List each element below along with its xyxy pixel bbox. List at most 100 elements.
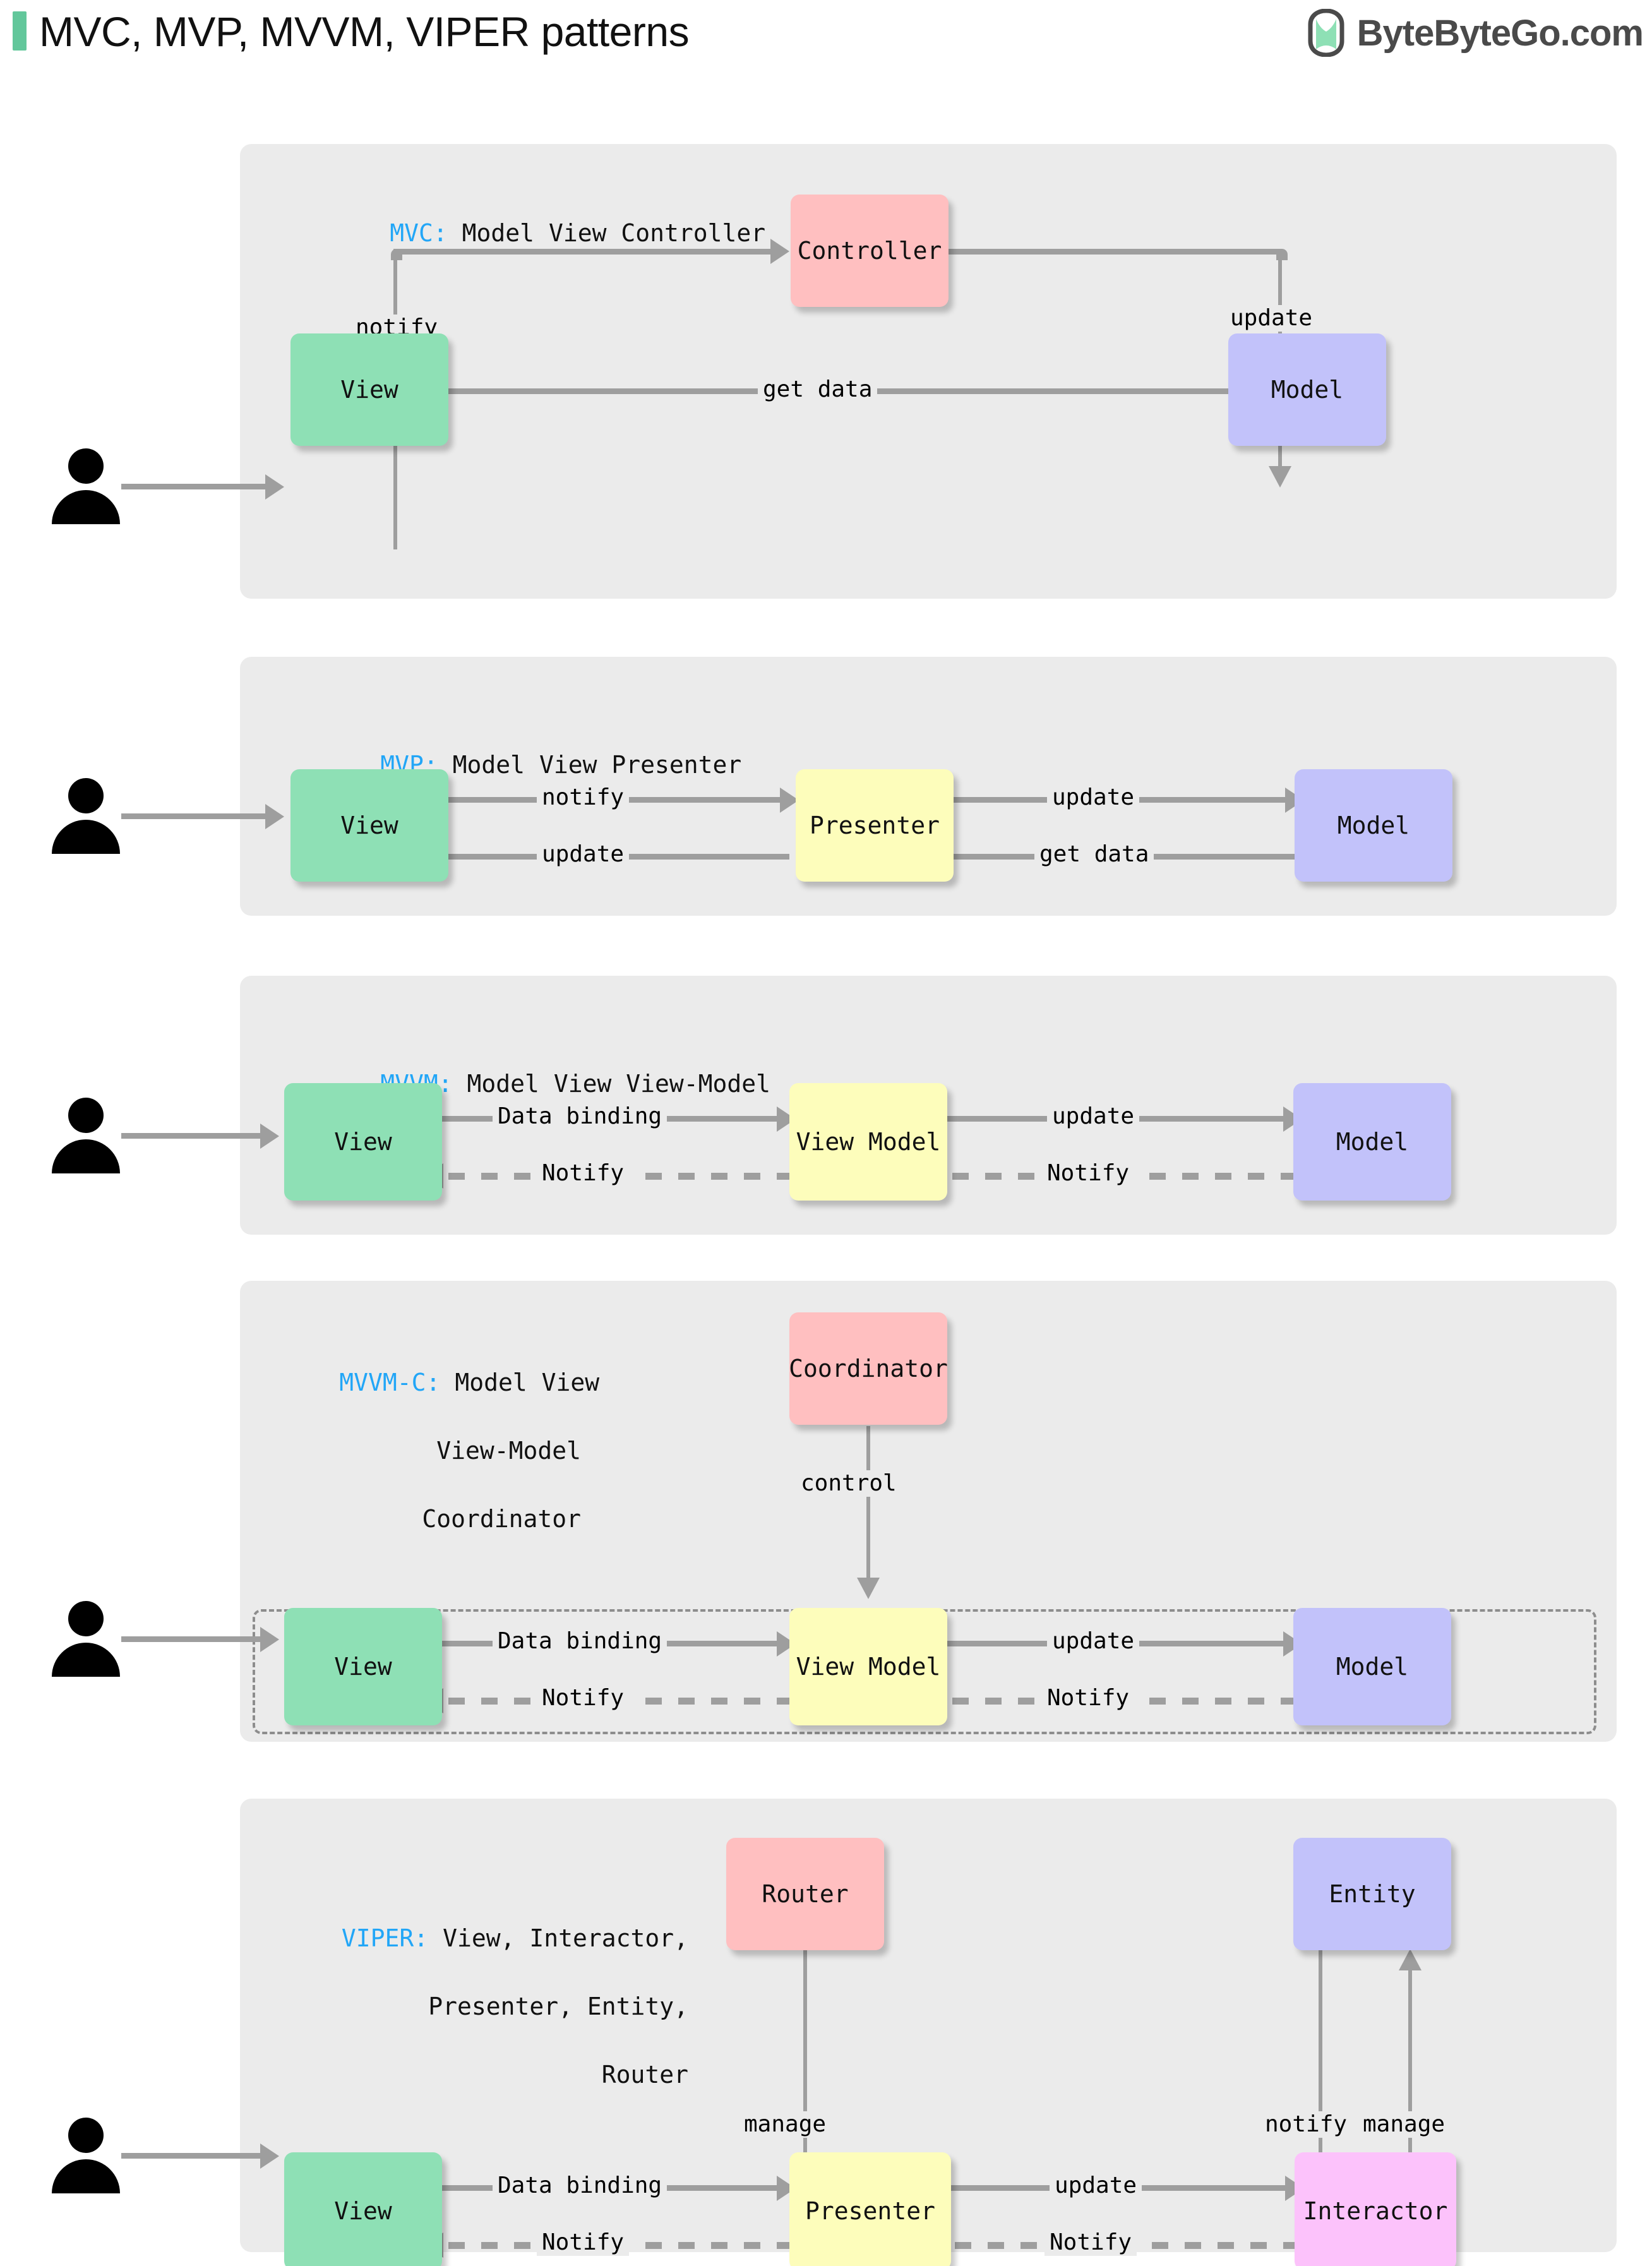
mvp-getdata-label: get data [1034, 841, 1154, 868]
mvc-user-arrowhead [265, 474, 284, 500]
node-entity[interactable]: Entity [1293, 1838, 1451, 1950]
mvp-user-arrowhead [265, 804, 284, 829]
mvvmc-update-label: update [1047, 1628, 1140, 1655]
person-head-icon [68, 1601, 104, 1636]
mvp-update-back-label: update [537, 841, 630, 868]
node-model[interactable]: Model [1293, 1608, 1451, 1725]
person-head-icon [68, 448, 104, 484]
actor-user-icon [51, 448, 120, 524]
mvc-notify-corner [391, 249, 402, 260]
actor-user-icon [51, 2118, 120, 2193]
section-viper-label: VIPER: View, Interactor, Presenter, Enti… [253, 1887, 688, 2126]
mvvmc-user-line [121, 1636, 261, 1642]
viper-notify-right-label: Notify [1044, 2229, 1137, 2256]
viper-databinding-label: Data binding [493, 2173, 667, 2199]
node-presenter[interactable]: Presenter [796, 769, 954, 882]
section-mvvmc-title-line-2: View-Model [436, 1437, 581, 1465]
mvvmc-user-arrowhead [260, 1627, 279, 1652]
section-mvvmc-label: MVVM-C: Model View View-Model Coordinato… [253, 1331, 599, 1570]
mvvm-notify-right-label: Notify [1042, 1160, 1135, 1187]
mvvm-user-line [121, 1133, 261, 1139]
section-mvp-title: Model View Presenter [438, 751, 742, 779]
mvvmc-control-line [866, 1426, 870, 1584]
mvvmc-databinding-label: Data binding [493, 1628, 667, 1655]
node-interactor[interactable]: Interactor [1295, 2152, 1456, 2266]
person-body-icon [52, 820, 120, 854]
bytebytego-leaf-logo-icon [1305, 8, 1347, 57]
mvc-update-label: update [1225, 305, 1318, 332]
mvvmc-control-arrowhead [857, 1578, 880, 1599]
person-head-icon [68, 2118, 104, 2153]
section-viper-key: VIPER: [341, 1924, 429, 1952]
viper-manage-entity-label: manage [1358, 2111, 1451, 2138]
viper-manage-router-label: manage [739, 2111, 832, 2138]
viper-user-arrowhead [260, 2143, 279, 2169]
brand-text: ByteByteGo.com [1356, 12, 1644, 54]
mvvmc-notify-left-label: Notify [537, 1685, 630, 1711]
node-router[interactable]: Router [726, 1838, 884, 1950]
actor-user-icon [51, 778, 120, 854]
node-view-model[interactable]: View Model [789, 1083, 947, 1201]
viper-user-line [121, 2153, 261, 2159]
viper-manage-router-line [803, 1950, 807, 2168]
node-view[interactable]: View [284, 1083, 442, 1201]
page-header: MVC, MVP, MVVM, VIPER patterns ByteByteG… [0, 0, 1652, 69]
node-model[interactable]: Model [1228, 333, 1386, 446]
viper-notify-left-label: Notify [537, 2229, 630, 2256]
mvvm-user-arrowhead [260, 1124, 279, 1149]
section-viper: VIPER: View, Interactor, Presenter, Enti… [240, 1799, 1617, 2266]
mvp-update-label: update [1047, 784, 1140, 811]
brand-logo: ByteByteGo.com [1305, 8, 1644, 57]
mvvmc-notify-right-label: Notify [1042, 1685, 1135, 1711]
viper-manage-entity-line [1408, 1969, 1412, 2187]
section-viper-title-line-3: Router [601, 2061, 688, 2089]
node-controller[interactable]: Controller [791, 195, 949, 307]
node-view[interactable]: View [284, 1608, 442, 1725]
viper-update-label: update [1050, 2173, 1142, 2199]
person-body-icon [52, 490, 120, 524]
node-coordinator[interactable]: Coordinator [789, 1312, 948, 1425]
title-accent-bar [13, 11, 27, 51]
node-view-model[interactable]: View Model [789, 1608, 947, 1725]
person-body-icon [52, 1139, 120, 1173]
viper-notify-entity-label: notify [1260, 2111, 1353, 2138]
mvvm-notify-left-label: Notify [537, 1160, 630, 1187]
node-view[interactable]: View [290, 333, 448, 446]
section-mvvmc-key: MVVM-C: [339, 1369, 441, 1396]
section-mvvm-title: Model View View-Model [452, 1070, 770, 1098]
node-model[interactable]: Model [1295, 769, 1452, 882]
mvc-getdata-label: get data [758, 376, 878, 403]
node-presenter[interactable]: Presenter [789, 2152, 951, 2266]
mvvm-databinding-label: Data binding [493, 1103, 667, 1130]
viper-manage-entity-arrowhead [1399, 1949, 1422, 1970]
node-model[interactable]: Model [1293, 1083, 1451, 1201]
mvc-notify-arrowhead [770, 239, 789, 264]
section-viper-title-line-1: View, Interactor, [428, 1924, 688, 1952]
section-viper-title-line-2: Presenter, Entity, [428, 1993, 688, 2020]
section-mvvmc: MVVM-C: Model View View-Model Coordinato… [240, 1281, 1617, 1742]
mvvm-update-label: update [1047, 1103, 1140, 1130]
section-mvc-label: MVC: Model View Controller [303, 182, 765, 284]
section-mvvmc-title-line-3: Coordinator [422, 1505, 581, 1533]
section-mvc-title: Model View Controller [447, 219, 766, 247]
section-mvc-key: MVC: [390, 219, 448, 247]
person-head-icon [68, 778, 104, 813]
mvp-notify-label: notify [537, 784, 630, 811]
section-mvvm: MVVM: Model View View-Model Data binding… [240, 976, 1617, 1235]
mvc-user-line [121, 484, 266, 489]
viper-notify-entity-line [1319, 1950, 1322, 2168]
node-view[interactable]: View [284, 2152, 442, 2266]
node-view[interactable]: View [290, 769, 448, 882]
mvc-update-corner [1276, 249, 1288, 260]
mvp-user-line [121, 813, 266, 819]
page-title: MVC, MVP, MVVM, VIPER patterns [39, 8, 690, 55]
mvvmc-control-label: control [796, 1470, 902, 1497]
section-mvc: MVC: Model View Controller notify update… [240, 144, 1617, 599]
section-mvp: MVP: Model View Presenter notify update … [240, 657, 1617, 916]
person-head-icon [68, 1098, 104, 1133]
actor-user-icon [51, 1098, 120, 1173]
mvc-update-horizontal [840, 249, 1282, 255]
person-body-icon [52, 1643, 120, 1677]
section-mvvmc-title-line-1: Model View [440, 1369, 600, 1396]
